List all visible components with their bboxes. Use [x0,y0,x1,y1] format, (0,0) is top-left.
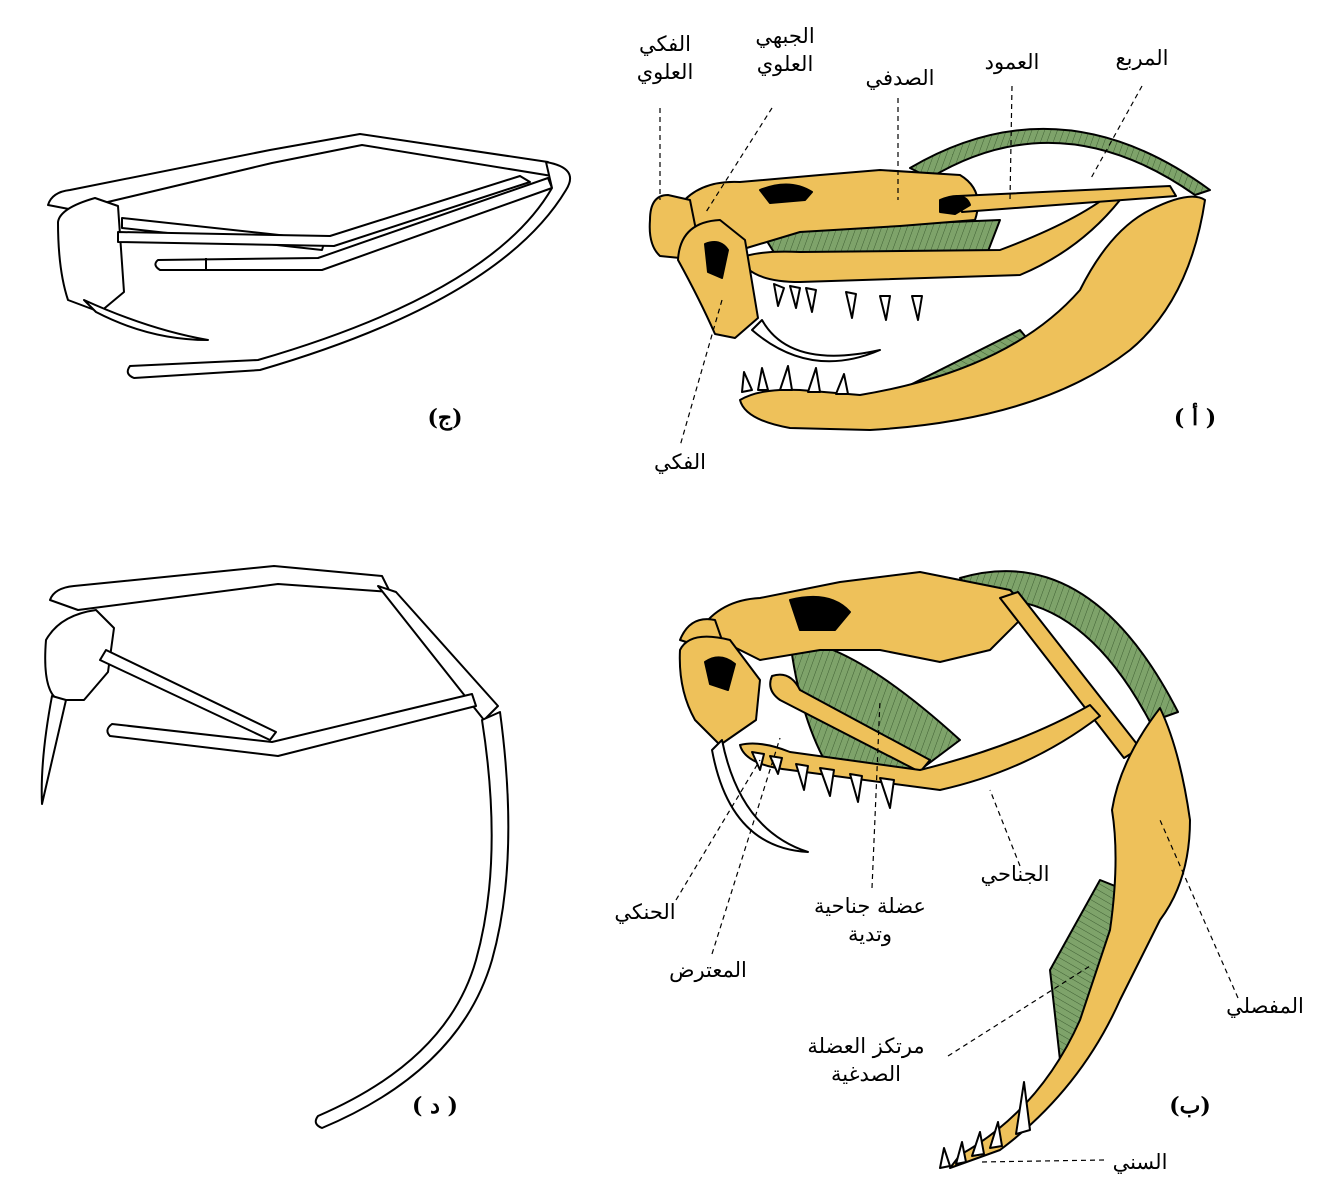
label-dentary: السني [1112,1150,1168,1174]
a-nostril [704,241,729,279]
panel-c-drawing [47,133,571,379]
b-mandible [949,707,1191,1169]
label-postorbital: الصدفي [865,66,935,90]
label-maxilla: الفكي [654,450,706,474]
label-premaxilla-line1: الفكي [639,32,691,56]
c-fang [83,299,209,341]
d-upper-bar [49,565,391,611]
b-ectopterygoid [769,673,931,773]
b-lower-teeth [939,1081,1031,1169]
panel-b-leaders [675,699,1239,1163]
d-skull-block [44,609,115,701]
panel-a-skull [648,127,1211,431]
panel-label-a: ( أ ) [1173,405,1217,431]
label-quadrate: المربع [1115,46,1169,70]
a-lower-teeth [741,365,849,395]
c-upper-bar [47,133,553,211]
label-pterygoid-muscle: عضلة جناحية وتدية [780,892,960,948]
b-maxilla [678,635,761,746]
panel-a-leaders [659,85,1143,447]
label-premaxilla: الفكي العلوي [610,30,720,86]
label-prefrontal: الجبهي العلوي [730,22,840,78]
a-mandible [739,195,1206,431]
c-diagonal [117,175,531,247]
a-maxilla [677,219,759,339]
label-muscle-line2: وتدية [847,922,893,946]
b-nostril [704,656,736,691]
label-premaxilla-line2: العلوي [636,60,694,84]
d-lower-bar [106,693,477,757]
label-insertion-line1: مرتكز العضلة [807,1034,925,1058]
label-articular: المفصلي [1226,994,1304,1018]
d-mandible [314,711,510,1129]
d-column [377,585,499,721]
b-orbit-detail [789,595,851,631]
a-temporal-muscle [909,127,1211,196]
panel-label-c: (ج) [427,405,463,431]
a-fang [751,319,881,363]
c-skull-block [57,197,125,313]
label-prefrontal-line2: العلوي [756,52,814,76]
d-palatine-bar [99,649,277,741]
b-upper-teeth [751,751,895,809]
label-pterygoid: الجناحي [980,862,1050,886]
label-prefrontal-line1: الجبهي [755,24,815,48]
label-insertion: مرتكز العضلة الصدغية [776,1032,956,1088]
label-muscle-line1: عضلة جناحية [814,894,926,918]
label-ectopterygoid: المعترض [669,958,747,982]
panel-d-drawing [40,565,510,1129]
label-insertion-line2: الصدغية [830,1062,902,1086]
d-fang [40,695,67,805]
a-fossa [939,195,971,215]
a-upper-teeth [773,283,923,321]
b-cranium [699,571,1031,663]
label-column: العمود [984,50,1040,74]
panel-label-b: (ب) [1169,1093,1211,1119]
panel-label-d: ( د ) [412,1093,458,1119]
c-mandible [126,161,571,379]
a-quadrate [957,185,1177,213]
a-orbit-detail [759,183,813,204]
panel-b-skull [678,570,1191,1169]
b-fang [711,739,809,853]
label-palatine: الحنكي [614,900,676,924]
